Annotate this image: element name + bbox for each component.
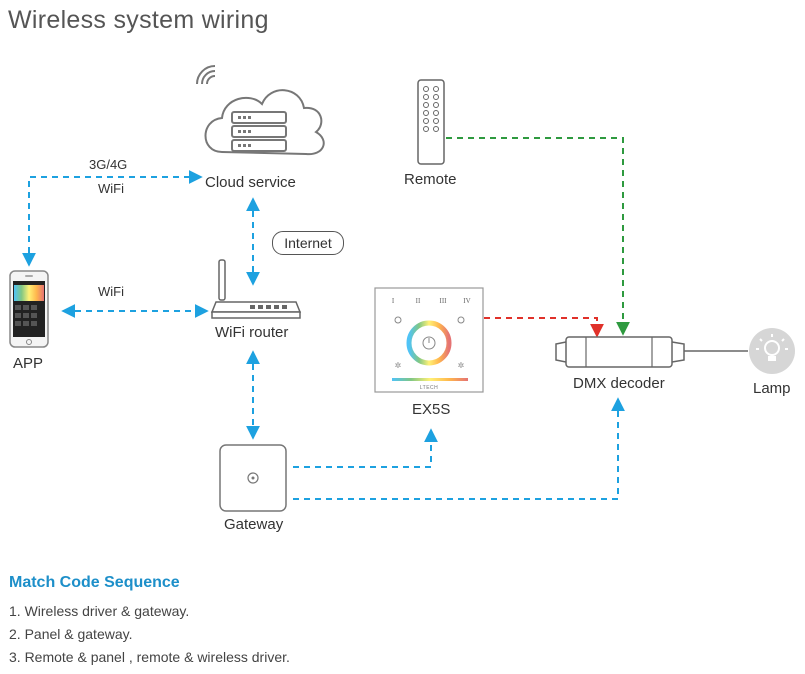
- match-code-steps: 1. Wireless driver & gateway. 2. Panel &…: [9, 600, 290, 669]
- dmx-decoder-label: DMX decoder: [573, 375, 665, 392]
- internet-badge: Internet: [272, 231, 344, 255]
- page-title: Wireless system wiring: [8, 6, 269, 34]
- match-code-step: 3. Remote & panel , remote & wireless dr…: [9, 649, 290, 665]
- link-label-3g4g: 3G/4G: [89, 157, 128, 172]
- wireless-signal-icon: [196, 65, 216, 85]
- link-gateway-decoder: [293, 397, 625, 500]
- gateway-icon: [219, 444, 287, 512]
- mode-icon: [394, 316, 402, 324]
- wifi-router-label: WiFi router: [215, 324, 289, 341]
- lamp-icon: [749, 328, 795, 374]
- zone-label: III: [440, 297, 448, 305]
- app-label: APP: [13, 355, 44, 372]
- match-code-step: 2. Panel & gateway.: [9, 626, 133, 642]
- remote-icon: [417, 79, 445, 165]
- cloud-service-icon: [196, 65, 325, 156]
- dmx-decoder-icon: [555, 336, 685, 368]
- link-remote-decoder: [446, 137, 630, 336]
- cloud-service-label: Cloud service: [205, 174, 296, 191]
- match-code-heading: Match Code Sequence: [9, 574, 180, 591]
- smartphone-icon: [9, 270, 49, 348]
- ex5s-label: EX5S: [412, 401, 451, 418]
- brightness-up-icon: ✲: [458, 361, 465, 370]
- match-code-step: 1. Wireless driver & gateway.: [9, 603, 190, 619]
- ex5s-panel-icon: I II III IV ✲ ✲ LTECH: [374, 287, 484, 393]
- panel-brand: LTECH: [420, 385, 439, 391]
- link-label-wifi-cloud: WiFi: [98, 181, 124, 196]
- lamp-label: Lamp: [753, 380, 791, 397]
- remote-label: Remote: [404, 171, 457, 188]
- settings-icon: [457, 316, 465, 324]
- link-panel-decoder: [484, 317, 604, 338]
- link-app-cloud: [22, 170, 203, 267]
- zone-label: I: [392, 297, 395, 305]
- wifi-router-icon: [210, 259, 302, 319]
- link-gateway-panel: [293, 428, 438, 468]
- gateway-label: Gateway: [224, 516, 284, 533]
- link-label-wifi-router: WiFi: [98, 284, 124, 299]
- zone-label: IV: [463, 297, 470, 305]
- zone-label: II: [416, 297, 421, 305]
- brightness-down-icon: ✲: [395, 361, 402, 370]
